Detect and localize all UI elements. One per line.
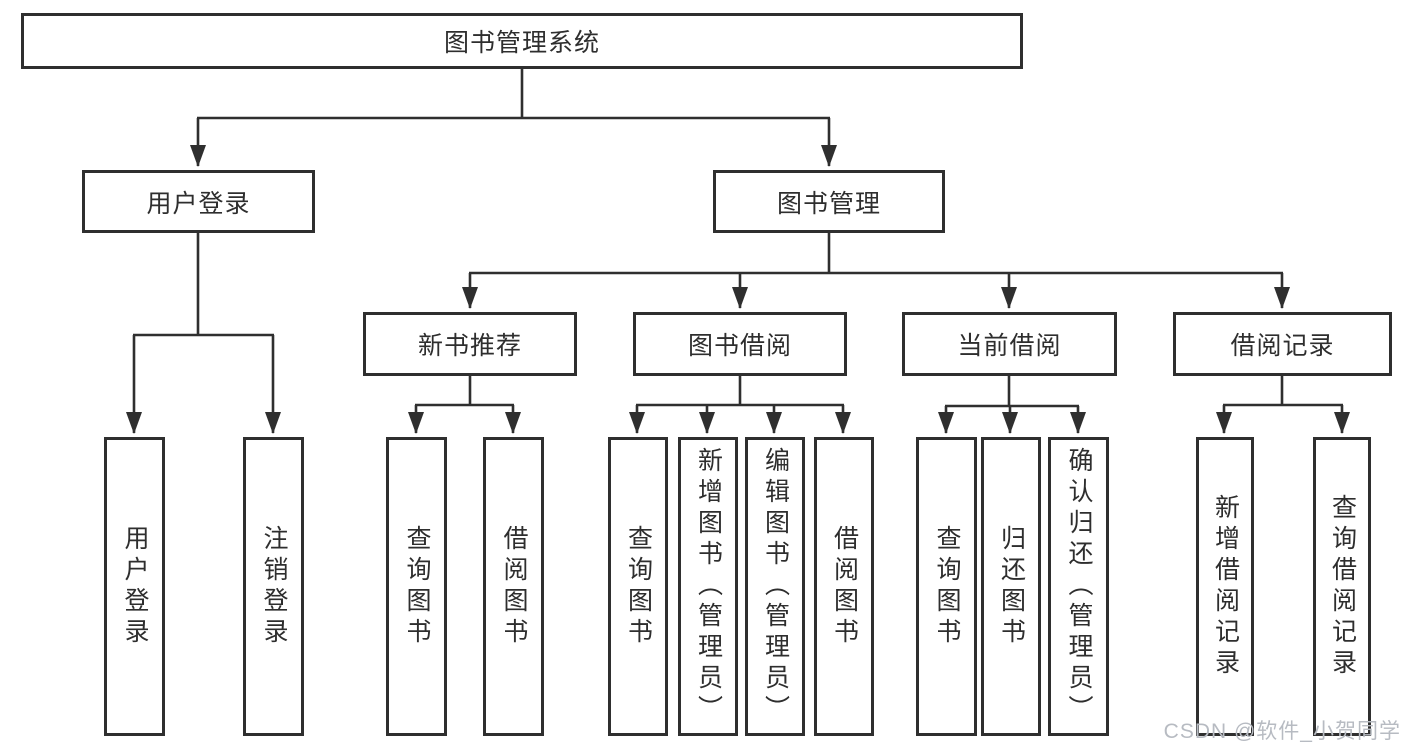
leaf-borrow-books-recommend-label: 借阅图书 [500, 524, 528, 649]
leaf-query-books-recommend: 查询图书 [386, 437, 447, 736]
leaf-confirm-return-admin: 确认归还（管理员） [1048, 437, 1109, 736]
node-user-login-label: 用户登录 [146, 189, 251, 218]
leaf-edit-book-admin: 编辑图书（管理员） [745, 437, 805, 736]
leaf-add-borrow-record: 新增借阅记录 [1196, 437, 1254, 736]
leaf-query-books-borrow-label: 查询图书 [624, 524, 653, 649]
leaf-confirm-return-admin-label: 确认归还（管理员） [1065, 447, 1093, 726]
leaf-edit-book-admin-label: 编辑图书（管理员） [761, 447, 790, 726]
node-borrow-records: 借阅记录 [1173, 312, 1392, 376]
leaf-user-login-label: 用户登录 [121, 524, 149, 649]
node-user-login: 用户登录 [82, 170, 315, 233]
leaf-borrow-books-recommend: 借阅图书 [483, 437, 544, 736]
leaf-query-borrow-record: 查询借阅记录 [1313, 437, 1371, 736]
csdn-watermark: CSDN @软件_小贺同学 [1163, 720, 1401, 743]
node-system-root-label: 图书管理系统 [443, 29, 600, 57]
node-book-borrow: 图书借阅 [633, 312, 847, 376]
leaf-query-books-current: 查询图书 [916, 437, 977, 736]
node-borrow-records-label: 借阅记录 [1230, 332, 1335, 360]
node-book-borrow-label: 图书借阅 [687, 332, 792, 360]
leaf-logout: 注销登录 [243, 437, 304, 736]
leaf-query-books-recommend-label: 查询图书 [403, 524, 431, 649]
leaf-logout-label: 注销登录 [260, 524, 288, 649]
leaf-borrow-books-label: 借阅图书 [830, 524, 859, 649]
node-book-management-label: 图书管理 [776, 189, 881, 218]
leaf-add-book-admin-label: 新增图书（管理员） [694, 447, 723, 726]
leaf-query-books-current-label: 查询图书 [933, 524, 961, 649]
leaf-add-book-admin: 新增图书（管理员） [678, 437, 738, 736]
leaf-borrow-books: 借阅图书 [814, 437, 874, 736]
node-new-book-recommend: 新书推荐 [363, 312, 577, 376]
node-current-borrow-label: 当前借阅 [957, 332, 1062, 360]
node-book-management: 图书管理 [713, 170, 945, 233]
leaf-return-book: 归还图书 [981, 437, 1041, 736]
leaf-user-login: 用户登录 [104, 437, 165, 736]
leaf-add-borrow-record-label: 新增借阅记录 [1211, 493, 1240, 680]
tree-edges [126, 67, 1350, 434]
node-system-root: 图书管理系统 [21, 13, 1023, 69]
leaf-return-book-label: 归还图书 [997, 524, 1026, 649]
node-new-book-recommend-label: 新书推荐 [417, 332, 522, 360]
leaf-query-books-borrow: 查询图书 [608, 437, 668, 736]
node-current-borrow: 当前借阅 [902, 312, 1117, 376]
leaf-query-borrow-record-label: 查询借阅记录 [1328, 493, 1357, 680]
